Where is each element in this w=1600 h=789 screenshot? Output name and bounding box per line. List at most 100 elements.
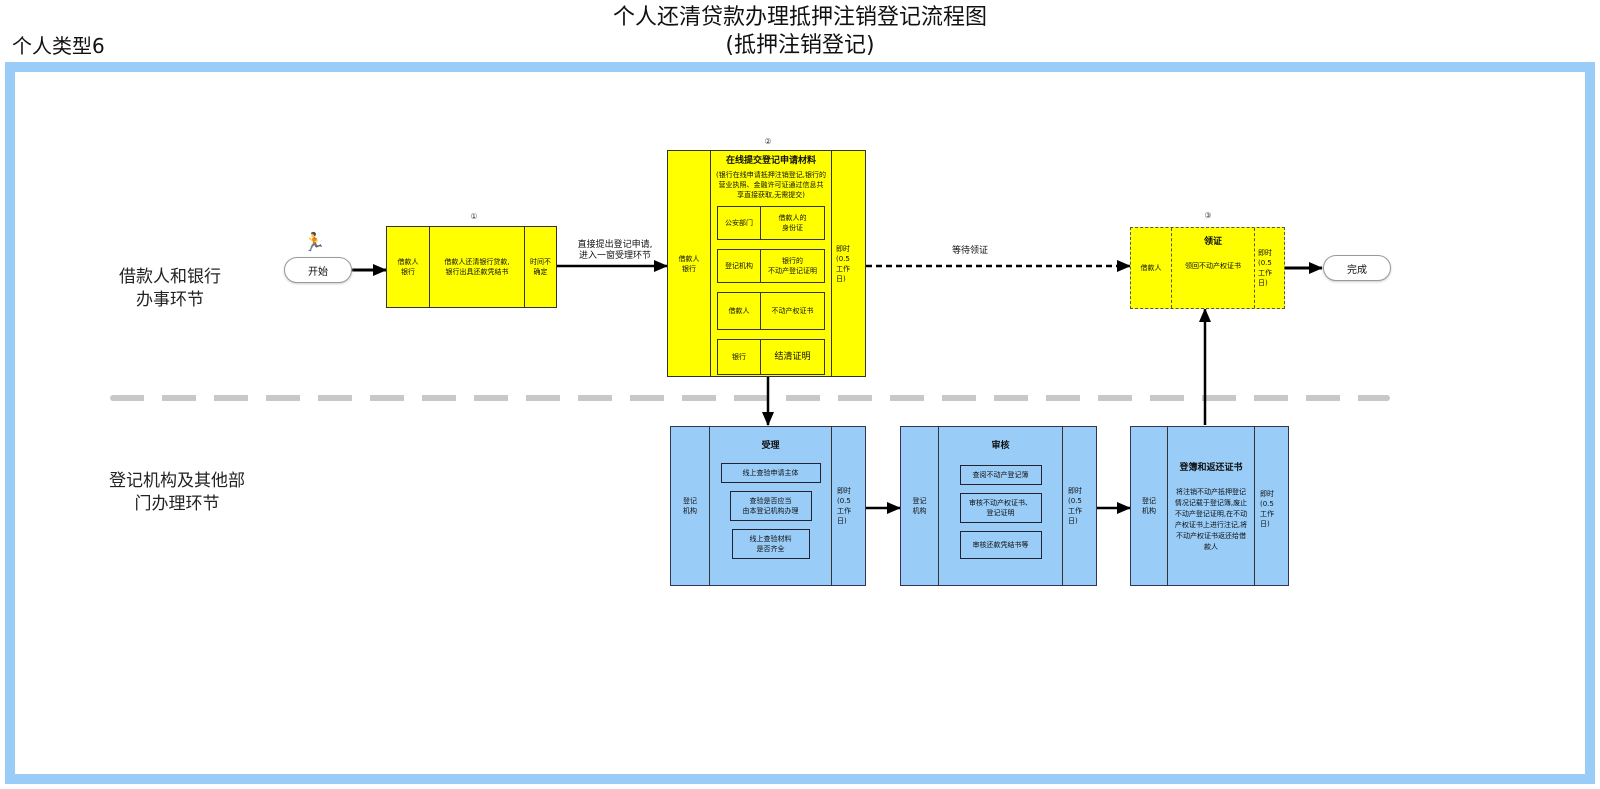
arrow-label-line: 进入一窗受理环节 xyxy=(578,251,651,261)
accept-time: 即时 (0.5 工作 日) xyxy=(831,427,865,585)
step1-time-line: 时间不 xyxy=(530,258,551,266)
review-content: 审核 查阅不动产登记簿 审核不动产权证书、 登记证明 审核还款凭结书等 xyxy=(938,427,1062,585)
step1-number: ① xyxy=(470,212,478,221)
lane-label-line: 门办理环节 xyxy=(134,494,220,514)
step1-desc-line: 银行出具还款凭结书 xyxy=(445,268,509,276)
material-source: 借款人 xyxy=(718,293,761,329)
step3-box[interactable]: 借款人 领证 领回不动产权证书 即时 (0.5 工作 日) xyxy=(1130,227,1285,309)
register-time-line: 日) xyxy=(1260,520,1270,528)
step2-note: (银行在线申请抵押注销登记,银行的营业执照、金融许可证通过信息共享直接获取,无需… xyxy=(716,171,826,199)
accept-time-line: 日) xyxy=(837,517,847,525)
step3-time: 即时 (0.5 工作 日) xyxy=(1254,228,1284,308)
accept-item-line: 查验是否应当 xyxy=(749,497,792,505)
diagram-subtitle: (抵押注销登记) xyxy=(725,33,875,58)
step3-time-line: 日) xyxy=(1258,279,1268,287)
step2-content: 在线提交登记申请材料 (银行在线申请抵押注销登记,银行的营业执照、金融许可证通过… xyxy=(710,151,831,376)
step3-content: 领证 领回不动产权证书 xyxy=(1171,228,1254,308)
register-actor-line: 机构 xyxy=(1142,507,1156,515)
arrow-label-line: 直接提出登记申请, xyxy=(577,240,653,250)
accept-item: 线上查验申请主体 xyxy=(720,463,821,483)
end-node[interactable]: 完成 xyxy=(1323,255,1391,281)
step3-time-line: (0.5 xyxy=(1258,259,1272,267)
material-source: 公安部门 xyxy=(718,207,761,239)
review-actor-line: 登记 xyxy=(912,497,927,505)
review-item: 查阅不动产登记簿 xyxy=(959,465,1042,485)
step2-time: 即时 (0.5 工作 日) xyxy=(831,151,865,376)
register-box[interactable]: 登记 机构 登簿和返还证书 将注销不动产抵押登记情况记载于登记簿,废止不动产登记… xyxy=(1130,426,1289,586)
lane-label-borrower-bank: 借款人和银行 办事环节 xyxy=(100,266,240,312)
lane-label-line: 登记机构及其他部 xyxy=(109,471,245,491)
runner-icon: 🏃 xyxy=(303,232,326,253)
material-item: 借款人的 身份证 xyxy=(761,207,824,239)
material-item: 不动产权证书 xyxy=(771,307,814,315)
material-row: 银行 结清证明 xyxy=(717,339,825,375)
accept-actor: 登记 机构 xyxy=(671,427,709,585)
material-item-line: 银行的 xyxy=(782,257,803,265)
material-item-line: 身份证 xyxy=(782,224,803,232)
step1-time-line: 确定 xyxy=(533,268,548,276)
register-content: 登簿和返还证书 将注销不动产抵押登记情况记载于登记簿,废止不动产登记证明,在不动… xyxy=(1167,427,1254,585)
step2-time-line: (0.5 xyxy=(836,254,850,263)
material-source: 银行 xyxy=(718,340,761,374)
material-row: 公安部门 借款人的 身份证 xyxy=(717,206,825,240)
step1-actor: 借款人 银行 xyxy=(387,227,429,307)
accept-actor-line: 登记 xyxy=(683,497,697,505)
diagram-title: 个人还清贷款办理抵押注销登记流程图 xyxy=(612,5,987,30)
lane-label-line: 办事环节 xyxy=(136,290,204,310)
step1-actor-line: 借款人 xyxy=(397,258,419,266)
accept-time-line: (0.5 xyxy=(837,497,851,505)
accept-time-line: 即时 xyxy=(837,487,851,495)
register-time-line: (0.5 xyxy=(1260,500,1274,508)
register-time-line: 工作 xyxy=(1260,510,1274,518)
review-time: 即时 (0.5 工作 日) xyxy=(1062,427,1096,585)
step3-description: 领回不动产权证书 xyxy=(1185,262,1241,270)
step1-desc-line: 借款人还清银行贷款, xyxy=(444,258,510,266)
material-item: 结清证明 xyxy=(774,352,811,362)
material-item: 银行的 不动产登记证明 xyxy=(761,250,824,282)
register-actor: 登记 机构 xyxy=(1131,427,1167,585)
lane-label-registry: 登记机构及其他部 门办理环节 xyxy=(92,470,262,516)
diagram-category-label: 个人类型6 xyxy=(12,34,105,58)
accept-item-line: 由本登记机构办理 xyxy=(742,507,799,515)
lane-divider xyxy=(110,395,1390,401)
step1-description: 借款人还清银行贷款, 银行出具还款凭结书 xyxy=(429,227,524,307)
step1-box[interactable]: 借款人 银行 借款人还清银行贷款, 银行出具还款凭结书 时间不 确定 xyxy=(386,226,557,308)
accept-title: 受理 xyxy=(761,441,780,451)
step2-time-line: 即时 xyxy=(836,244,850,253)
review-time-line: (0.5 xyxy=(1068,497,1082,505)
accept-box[interactable]: 登记 机构 受理 线上查验申请主体 查验是否应当 由本登记机构办理 线上查验材料… xyxy=(670,426,866,586)
step2-time-line: 日) xyxy=(836,274,846,283)
accept-item: 查验是否应当 由本登记机构办理 xyxy=(729,491,812,521)
step1-time: 时间不 确定 xyxy=(524,227,556,307)
review-time-line: 即时 xyxy=(1068,487,1082,495)
material-row: 登记机构 银行的 不动产登记证明 xyxy=(717,249,825,283)
review-actor: 登记 机构 xyxy=(901,427,938,585)
review-box[interactable]: 登记 机构 审核 查阅不动产登记簿 审核不动产权证书、 登记证明 审核还款凭结书… xyxy=(900,426,1097,586)
material-item-line: 借款人的 xyxy=(778,214,807,222)
accept-item: 线上查验材料 是否齐全 xyxy=(731,529,810,559)
accept-content: 受理 线上查验申请主体 查验是否应当 由本登记机构办理 线上查验材料 是否齐全 xyxy=(709,427,831,585)
accept-time-line: 工作 xyxy=(837,507,851,515)
review-item-line: 审核还款凭结书等 xyxy=(972,541,1029,549)
step3-time-line: 即时 xyxy=(1258,249,1272,257)
review-item-line: 登记证明 xyxy=(986,509,1015,517)
accept-item-line: 线上查验申请主体 xyxy=(742,469,799,477)
step3-actor: 借款人 xyxy=(1140,264,1162,272)
start-node[interactable]: 开始 xyxy=(284,257,352,283)
step2-box[interactable]: 借款人 银行 在线提交登记申请材料 (银行在线申请抵押注销登记,银行的营业执照、… xyxy=(667,150,866,377)
register-time: 即时 (0.5 工作 日) xyxy=(1254,427,1288,585)
material-row: 借款人 不动产权证书 xyxy=(717,292,825,330)
review-time-line: 日) xyxy=(1068,517,1078,525)
register-time-line: 即时 xyxy=(1260,490,1274,498)
material-source: 登记机构 xyxy=(718,250,761,282)
step2-actor: 借款人 银行 xyxy=(668,151,710,376)
arrow-label-wait: 等待领证 xyxy=(951,246,988,256)
register-actor-line: 登记 xyxy=(1142,497,1156,505)
lane-label-line: 借款人和银行 xyxy=(119,267,221,287)
review-actor-line: 机构 xyxy=(912,507,927,515)
step3-time-line: 工作 xyxy=(1258,269,1272,277)
step3-number: ③ xyxy=(1204,211,1212,220)
accept-item-line: 是否齐全 xyxy=(756,545,785,553)
step2-actor-line: 借款人 xyxy=(678,254,700,263)
accept-item-line: 线上查验材料 xyxy=(749,535,792,543)
